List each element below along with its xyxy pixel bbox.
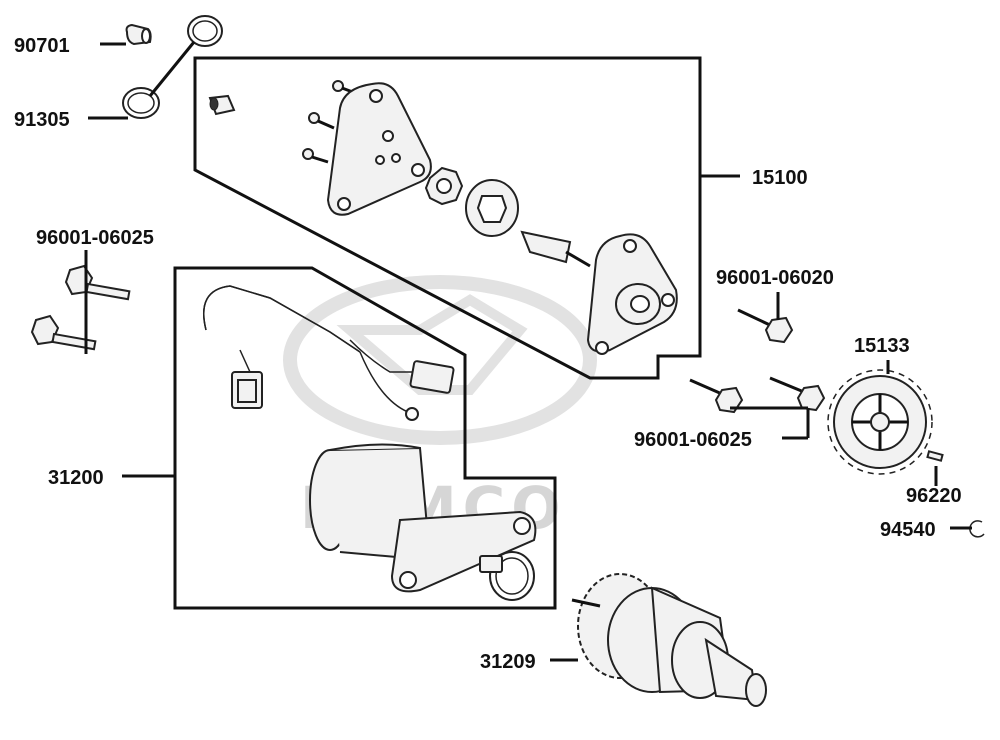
label-96001-06025-top: 96001-06025	[36, 227, 154, 249]
part-15133-sprocket	[827, 369, 933, 475]
label-96001-06020: 96001-06020	[716, 267, 834, 289]
assembly-box-15100	[193, 56, 702, 380]
part-31200-starter-motor	[202, 285, 537, 601]
label-96001-06025-mid: 96001-06025	[634, 429, 752, 451]
leader-lines	[84, 41, 972, 662]
label-94540: 94540	[880, 519, 936, 541]
label-90701: 90701	[14, 35, 70, 57]
part-96220-key	[926, 450, 944, 462]
part-94540-clip	[969, 520, 985, 538]
label-31200: 31200	[48, 467, 104, 489]
part-96001-06020-bolt	[737, 308, 794, 344]
part-96001-06025-bolts-right	[689, 376, 826, 414]
screw-3	[302, 148, 329, 164]
label-91305: 91305	[14, 109, 70, 131]
part-31209-starter-clutch	[571, 573, 767, 707]
assembly-box-31200	[173, 266, 557, 610]
part-90701-cap	[125, 23, 152, 46]
part-15100-cover-assembly	[208, 80, 678, 355]
screw-2	[308, 112, 335, 130]
part-96001-06025-bolts-left	[30, 264, 131, 351]
label-31209: 31209	[480, 651, 536, 673]
label-15133: 15133	[854, 335, 910, 357]
label-96220: 96220	[906, 485, 962, 507]
label-15100: 15100	[752, 167, 808, 189]
